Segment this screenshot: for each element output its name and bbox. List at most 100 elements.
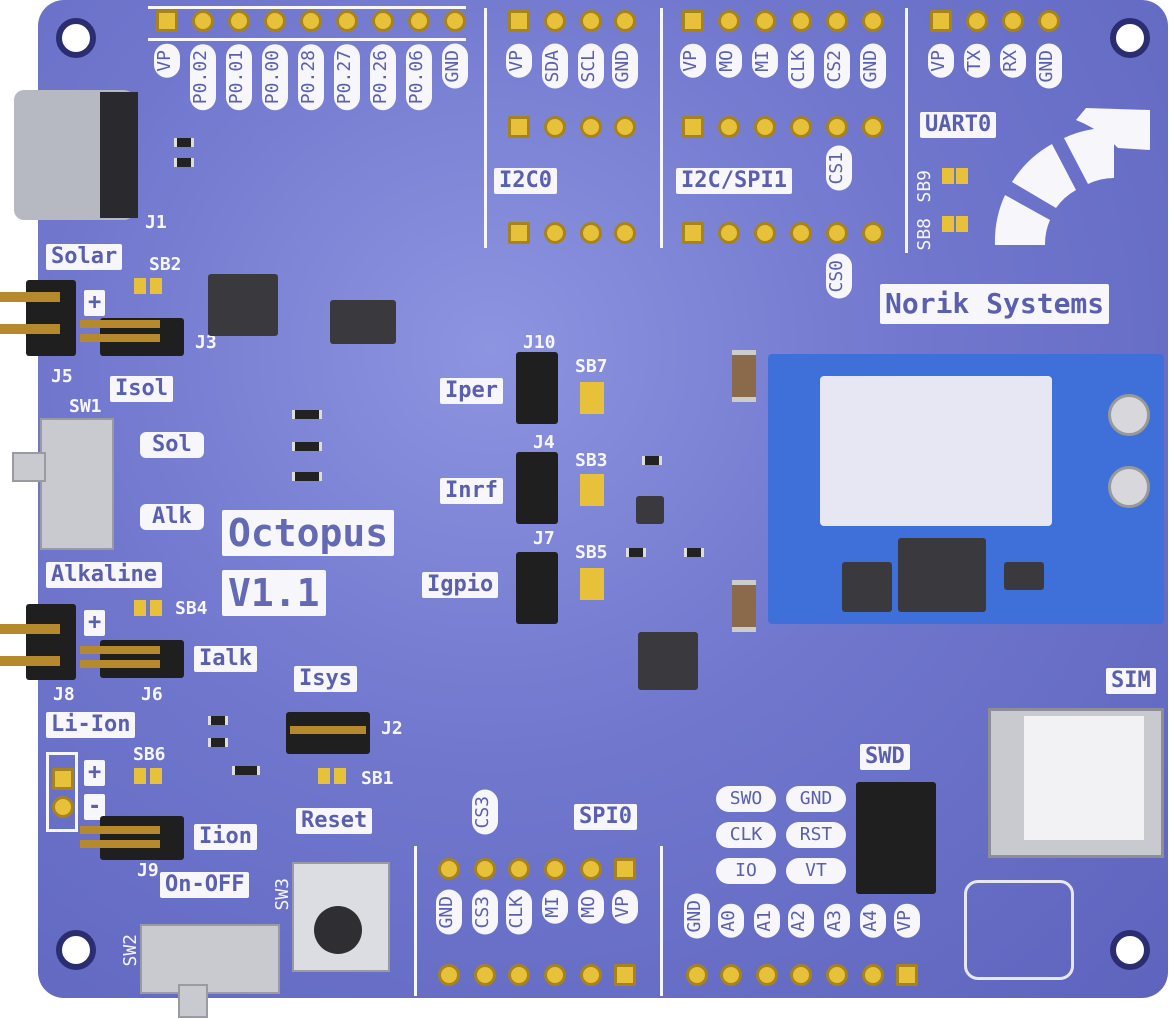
j10-label: J10: [523, 332, 556, 353]
pad: [754, 116, 776, 138]
pad: [580, 858, 602, 880]
switch-knob[interactable]: [178, 984, 208, 1018]
usb-c-body: [100, 92, 138, 218]
pad: [508, 10, 530, 32]
pad: [408, 10, 430, 32]
pad: [862, 116, 884, 138]
pad: [52, 768, 74, 790]
current-jumper-inrf[interactable]: [516, 452, 558, 524]
header-pin: [0, 624, 60, 634]
module-shield: [820, 376, 1052, 526]
pad: [614, 964, 636, 986]
header-pin: [0, 292, 60, 302]
pad: [862, 964, 884, 986]
solder-bridge: [134, 600, 146, 616]
header-pin: [0, 324, 60, 334]
switch-knob[interactable]: [12, 452, 46, 482]
swd-pin-label: VT: [786, 858, 846, 884]
uart0-pin-label: TX: [964, 44, 990, 78]
silk-divider: [660, 846, 663, 996]
on-off-switch[interactable]: [140, 924, 280, 994]
spi1-pin-label: CLK: [788, 44, 814, 89]
pad: [790, 222, 812, 244]
plus-sign: +: [84, 760, 106, 786]
solder-bridge: [334, 768, 346, 784]
pad: [862, 222, 884, 244]
mounting-hole: [1110, 18, 1150, 58]
ialk-label: Ialk: [194, 646, 257, 672]
product-name: Octopus: [222, 510, 395, 556]
pin-header: [26, 604, 76, 680]
smd-component: [292, 410, 322, 419]
sb6-label: SB6: [133, 744, 166, 765]
pad: [686, 964, 708, 986]
smd-component: [684, 548, 704, 557]
gpio-pin-label: P0.01: [226, 44, 252, 111]
smd-component: [292, 472, 322, 481]
pad: [614, 10, 636, 32]
i2c0-pin-label: VP: [506, 44, 532, 78]
pad: [508, 116, 530, 138]
silk-divider: [905, 8, 908, 253]
mounting-hole: [56, 18, 96, 58]
pad: [544, 858, 566, 880]
pad: [896, 964, 918, 986]
pad: [372, 10, 394, 32]
gpio-pin-label: P0.02: [190, 44, 216, 111]
swd-pin-label: RST: [786, 822, 846, 848]
capacitor: [732, 350, 756, 402]
pad: [790, 10, 812, 32]
sb4-label: SB4: [175, 598, 208, 619]
solder-bridge: [318, 768, 330, 784]
header-pin: [80, 334, 160, 342]
silk-frame: [148, 6, 466, 9]
product-version: V1.1: [222, 570, 326, 616]
solder-bridge: [580, 382, 604, 398]
pad: [544, 964, 566, 986]
silk-divider: [484, 8, 487, 248]
pad: [718, 116, 740, 138]
gpio-pin-label: P0.27: [334, 44, 360, 111]
iper-label: Iper: [440, 378, 503, 404]
ic-chip: [1004, 562, 1044, 590]
silk-frame: [46, 752, 78, 832]
pad: [1002, 10, 1024, 32]
spi0-pin-label: CS3: [472, 890, 498, 935]
current-jumper-igpio[interactable]: [516, 552, 558, 624]
spi0-pin-label: CLK: [506, 890, 532, 935]
swd-pin-label: IO: [716, 858, 776, 884]
pad: [826, 964, 848, 986]
uart0-pin-label: GND: [1036, 44, 1062, 89]
pad: [826, 10, 848, 32]
pad: [614, 222, 636, 244]
pad: [508, 222, 530, 244]
ic-chip: [898, 538, 986, 612]
gpio-pin-label: P0.26: [370, 44, 396, 111]
cs0-label: CS0: [826, 254, 852, 299]
pad: [1038, 10, 1060, 32]
swd-pin-label: SWO: [716, 786, 776, 812]
sim-card-window: [1024, 716, 1144, 840]
cs1-label: CS1: [826, 146, 852, 191]
spi1-pin-label: GND: [860, 44, 886, 89]
analog-pin-label: A0: [718, 904, 744, 938]
analog-pin-label: A1: [754, 904, 780, 938]
alk-label: Alk: [140, 504, 204, 530]
pad: [826, 222, 848, 244]
solder-bridge: [134, 278, 146, 294]
pad: [614, 116, 636, 138]
header-pin: [80, 826, 160, 834]
sb9-label: SB9: [914, 170, 935, 203]
pad: [614, 858, 636, 880]
swd-connector[interactable]: [856, 782, 936, 894]
pad: [438, 964, 460, 986]
header-pin: [80, 646, 160, 654]
spi0-pin-label: VP: [612, 890, 638, 924]
solder-bridge: [580, 398, 604, 414]
reset-button-cap[interactable]: [314, 906, 362, 954]
pad: [438, 858, 460, 880]
pad: [790, 116, 812, 138]
current-jumper-iper[interactable]: [516, 352, 558, 424]
slide-switch-power-source[interactable]: [40, 418, 114, 550]
solder-bridge: [150, 600, 162, 616]
